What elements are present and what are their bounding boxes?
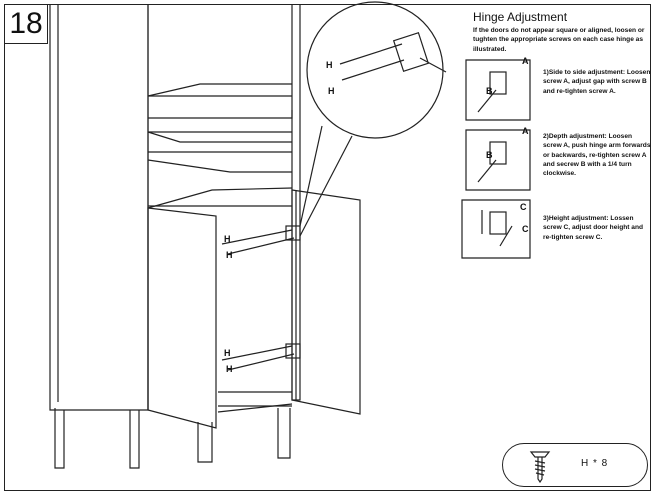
detail-label-b: B bbox=[486, 150, 493, 160]
cabinet-label-h: H bbox=[224, 234, 231, 244]
detail-label-a: A bbox=[522, 56, 529, 66]
page-frame bbox=[4, 4, 651, 491]
detail-label-c: C bbox=[522, 224, 529, 234]
cabinet-label-h: H bbox=[226, 250, 233, 260]
cabinet-label-h: H bbox=[226, 364, 233, 374]
callout-label-h: H bbox=[326, 60, 333, 70]
detail-label-c: C bbox=[520, 202, 527, 212]
step-number: 18 bbox=[4, 4, 48, 44]
cabinet-label-h: H bbox=[224, 348, 231, 358]
hinge-adjustment-intro: If the doors do not appear square or ali… bbox=[473, 27, 645, 53]
callout-label-h: H bbox=[328, 86, 335, 96]
detail-label-b: B bbox=[486, 86, 493, 96]
hardware-quantity: H * 8 bbox=[581, 458, 609, 469]
hinge-adjustment-title: Hinge Adjustment bbox=[473, 10, 568, 24]
screw-icon bbox=[529, 451, 551, 483]
height-step: 3)Height adjustment: Lossen screw C, adj… bbox=[543, 215, 644, 241]
hardware-box: H * 8 bbox=[502, 443, 648, 487]
side-to-side-step: 1)Side to side adjustment: Loosen screw … bbox=[543, 69, 651, 95]
detail-label-a: A bbox=[522, 126, 529, 136]
depth-step: 2)Depth adjustment: Loosen screw A, push… bbox=[543, 133, 651, 178]
